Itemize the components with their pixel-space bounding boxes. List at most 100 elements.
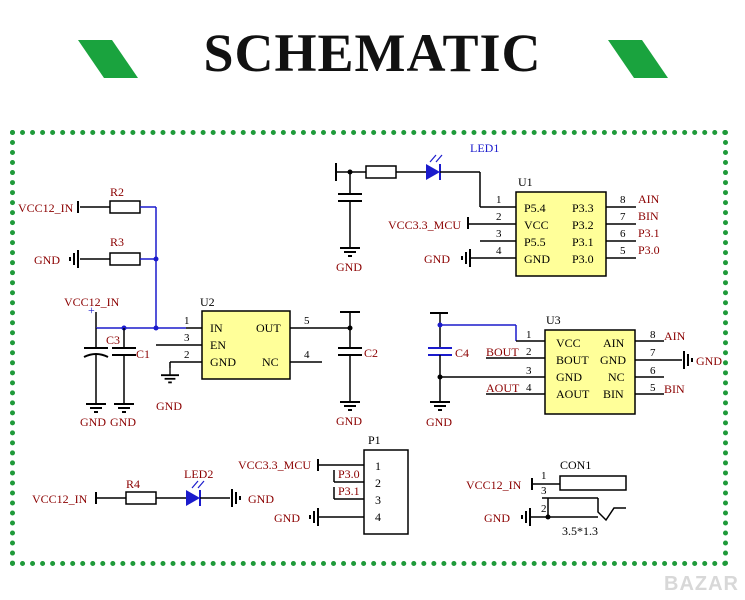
r4-led2-circuit: VCC12_IN R4 LED2 GND [32, 467, 274, 508]
u1-pin-num-3: 3 [496, 228, 502, 240]
con1-pin-num-1: 1 [541, 470, 547, 482]
p1-pin-num-1: 1 [375, 459, 381, 473]
c4-label: C4 [455, 346, 469, 360]
u3-net-gnd: GND [696, 354, 722, 368]
u1-pin-num-8: 8 [620, 194, 626, 206]
p1-net-p30: P3.0 [338, 467, 360, 481]
vcc33-label-u1: VCC3.3_MCU [388, 218, 461, 232]
u3-label: U3 [546, 313, 561, 327]
c1-capacitor: C1 [112, 328, 150, 413]
gnd-label-c2: GND [336, 414, 362, 428]
p1-label: P1 [368, 433, 381, 447]
vcc12-in-label-2: VCC12_IN [64, 295, 120, 309]
left-banner-shape [78, 40, 138, 78]
u3-pin-num-4: 4 [526, 382, 532, 394]
u2-pin-in: IN [210, 321, 223, 335]
u1-net-bin: BIN [638, 209, 659, 223]
p1-pin-num-3: 3 [375, 493, 381, 507]
p1-header: P1 VCC3.3_MCU P3.0 P3.1 GND 1 2 3 4 [238, 433, 409, 535]
u1-pin-p33: P3.3 [572, 201, 594, 215]
u3-pin-num-1: 1 [526, 329, 532, 341]
con1-pin-num-2: 2 [541, 503, 547, 515]
u2-pin-num-5: 5 [304, 315, 310, 327]
u3-pin-num-7: 7 [650, 347, 656, 359]
gnd-label-led1: GND [336, 260, 362, 274]
u3-pin-num-3: 3 [526, 365, 532, 377]
p1-pin-num-4: 4 [375, 510, 381, 524]
u3-pin-num-2: 2 [526, 346, 532, 358]
u3-pin-vcc: VCC [556, 336, 581, 350]
watermark: BAZAR [664, 573, 739, 595]
u1-pin-num-6: 6 [620, 228, 626, 240]
right-banner-shape [608, 40, 668, 78]
u3-pin-bout: BOUT [556, 353, 589, 367]
led2-label: LED2 [184, 467, 213, 481]
r4-label: R4 [126, 477, 140, 491]
u3-net-aout: AOUT [486, 381, 520, 395]
led1-circuit: LED1 GND [335, 141, 516, 274]
p1-pin-num-2: 2 [375, 476, 381, 490]
u1-label: U1 [518, 175, 533, 189]
r2-label: R2 [110, 185, 124, 199]
gnd-label-con1: GND [484, 511, 510, 525]
r3-resistor: R3 [80, 235, 159, 266]
c2-label: C2 [364, 346, 378, 360]
u2-pin-out: OUT [256, 321, 281, 335]
u3-pin-num-5: 5 [650, 382, 656, 394]
gnd-label-u1: GND [424, 252, 450, 266]
u2-pin-gnd: GND [210, 355, 236, 369]
vcc12-in-label-4: VCC12_IN [466, 478, 522, 492]
u1-pin-p54: P5.4 [524, 201, 546, 215]
u3-pin-num-6: 6 [650, 365, 656, 377]
u3-pin-gnd: GND [556, 370, 582, 384]
u3-pin-ain: AIN [603, 336, 625, 350]
led1-label: LED1 [470, 141, 499, 155]
vcc12-in-label-1: VCC12_IN [18, 201, 74, 215]
u1-pin-num-1: 1 [496, 194, 502, 206]
u2-label: U2 [200, 295, 215, 309]
u2-pin-nc: NC [262, 355, 279, 369]
c3-capacitor: + C3 [83, 303, 120, 413]
u1-pin-gnd: GND [524, 252, 550, 266]
gnd-label-p1: GND [274, 511, 300, 525]
gnd-label-u2: GND [156, 399, 182, 413]
con1-label: CON1 [560, 458, 591, 472]
u1-pin-p31: P3.1 [572, 235, 594, 249]
u1-pin-p55: P5.5 [524, 235, 546, 249]
c1-label: C1 [136, 347, 150, 361]
u2-pin-num-4: 4 [304, 349, 310, 361]
schematic-frame [10, 130, 728, 566]
u1-net-ain: AIN [638, 192, 660, 206]
u3-pin-gnd-r: GND [600, 353, 626, 367]
con1-size: 3.5*1.3 [562, 524, 598, 538]
u3-net-ain: AIN [664, 329, 686, 343]
u1-pin-num-7: 7 [620, 211, 626, 223]
u1-pin-num-4: 4 [496, 245, 502, 257]
u3-pin-aout: AOUT [556, 387, 590, 401]
u1-pin-p32: P3.2 [572, 218, 594, 232]
u1-pin-vcc: VCC [524, 218, 549, 232]
c3-label: C3 [106, 333, 120, 347]
u1-net-p30: P3.0 [638, 243, 660, 257]
u3-pin-bin: BIN [603, 387, 624, 401]
r2-resistor: R2 [80, 185, 157, 328]
u1-net-p31: P3.1 [638, 226, 660, 240]
c4-capacitor: C4 GND [426, 312, 517, 429]
gnd-label-led2: GND [248, 492, 274, 506]
u3-pin-num-8: 8 [650, 329, 656, 341]
u2-pin-num-3: 3 [184, 332, 190, 344]
u2-pin-num-1: 1 [184, 315, 190, 327]
vcc12-in-label-3: VCC12_IN [32, 492, 88, 506]
u1-chip: U1 VCC3.3_MCU GND 1 2 3 4 P5.4 VCC P5.5 … [388, 175, 660, 277]
u3-chip: U3 BOUT AOUT 1 2 3 4 VCC BOUT GND AOUT A… [440, 313, 722, 415]
u1-pin-num-5: 5 [620, 245, 626, 257]
c3-plus: + [88, 303, 95, 317]
u2-chip: U2 GND 1 3 2 IN EN GND OUT NC 5 4 [156, 295, 350, 413]
gnd-label-r3: GND [34, 253, 60, 267]
u3-pin-nc: NC [608, 370, 625, 384]
r3-label: R3 [110, 235, 124, 249]
gnd-label-c1: GND [110, 415, 136, 429]
u1-pin-num-2: 2 [496, 211, 502, 223]
vcc33-label-p1: VCC3.3_MCU [238, 458, 311, 472]
